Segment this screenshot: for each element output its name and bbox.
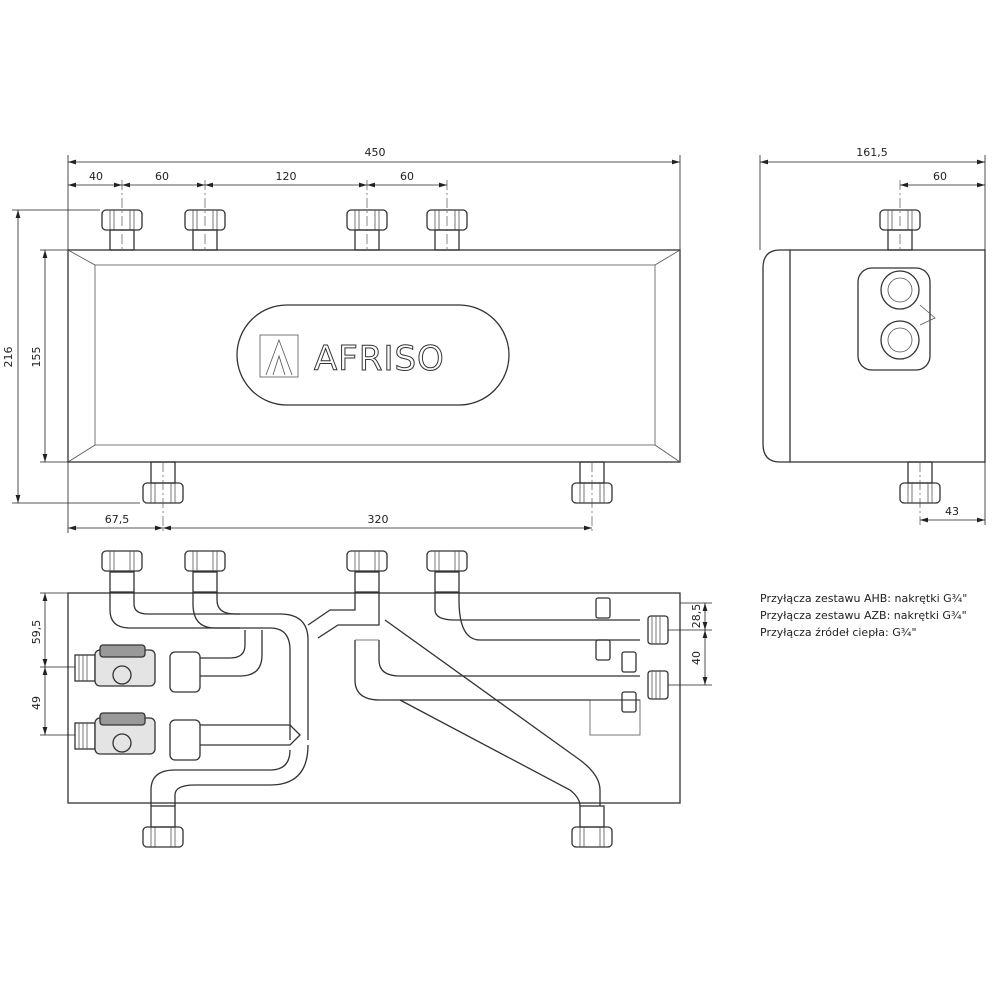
right-ports [595, 597, 669, 713]
dim-top-2: 60 [155, 170, 169, 183]
note-heat-sources: Przyłącza źródeł ciepła: G¾" [760, 626, 917, 639]
dim-total-height: 216 [2, 347, 15, 368]
dim-top-4: 60 [400, 170, 414, 183]
internal-pipes [109, 592, 641, 807]
dim-left-2: 49 [30, 696, 43, 710]
dim-body-height: 155 [30, 347, 43, 368]
dim-right-1: 28,5 [690, 604, 703, 629]
dim-left-1: 59,5 [30, 620, 43, 645]
dim-bottom-offset: 43 [945, 505, 959, 518]
note-ahb: Przyłącza zestawu AHB: nakrętki G¾" [760, 592, 967, 605]
bottom-body [67, 592, 681, 804]
dim-right-2: 40 [690, 651, 703, 665]
side-body [789, 249, 986, 463]
dim-top-1: 40 [89, 170, 103, 183]
dim-bottom-1: 67,5 [105, 513, 130, 526]
dim-bottom-2: 320 [368, 513, 389, 526]
bottom-view: 59,5 49 28,5 40 [30, 550, 712, 848]
ball-valve-lower [74, 712, 201, 761]
ball-valve-upper [74, 644, 201, 693]
connection-notes: Przyłącza zestawu AHB: nakrętki G¾" Przy… [760, 592, 967, 639]
dim-total-width: 450 [365, 146, 386, 159]
logo-text: AFRISO [314, 339, 445, 379]
afriso-logo: AFRISO [236, 304, 510, 406]
top-connectors [101, 209, 468, 251]
dim-depth: 161,5 [856, 146, 888, 159]
side-ports [857, 267, 936, 371]
note-azb: Przyłącza zestawu AZB: nakrętki G¾" [760, 609, 967, 622]
dim-top-offset: 60 [933, 170, 947, 183]
dim-top-3: 120 [276, 170, 297, 183]
top-connectors-internal [101, 550, 613, 848]
side-view: 161,5 60 43 [759, 146, 986, 525]
front-view: AFRISO 450 40 60 120 60 216 [2, 146, 681, 533]
bottom-connectors [142, 461, 613, 504]
